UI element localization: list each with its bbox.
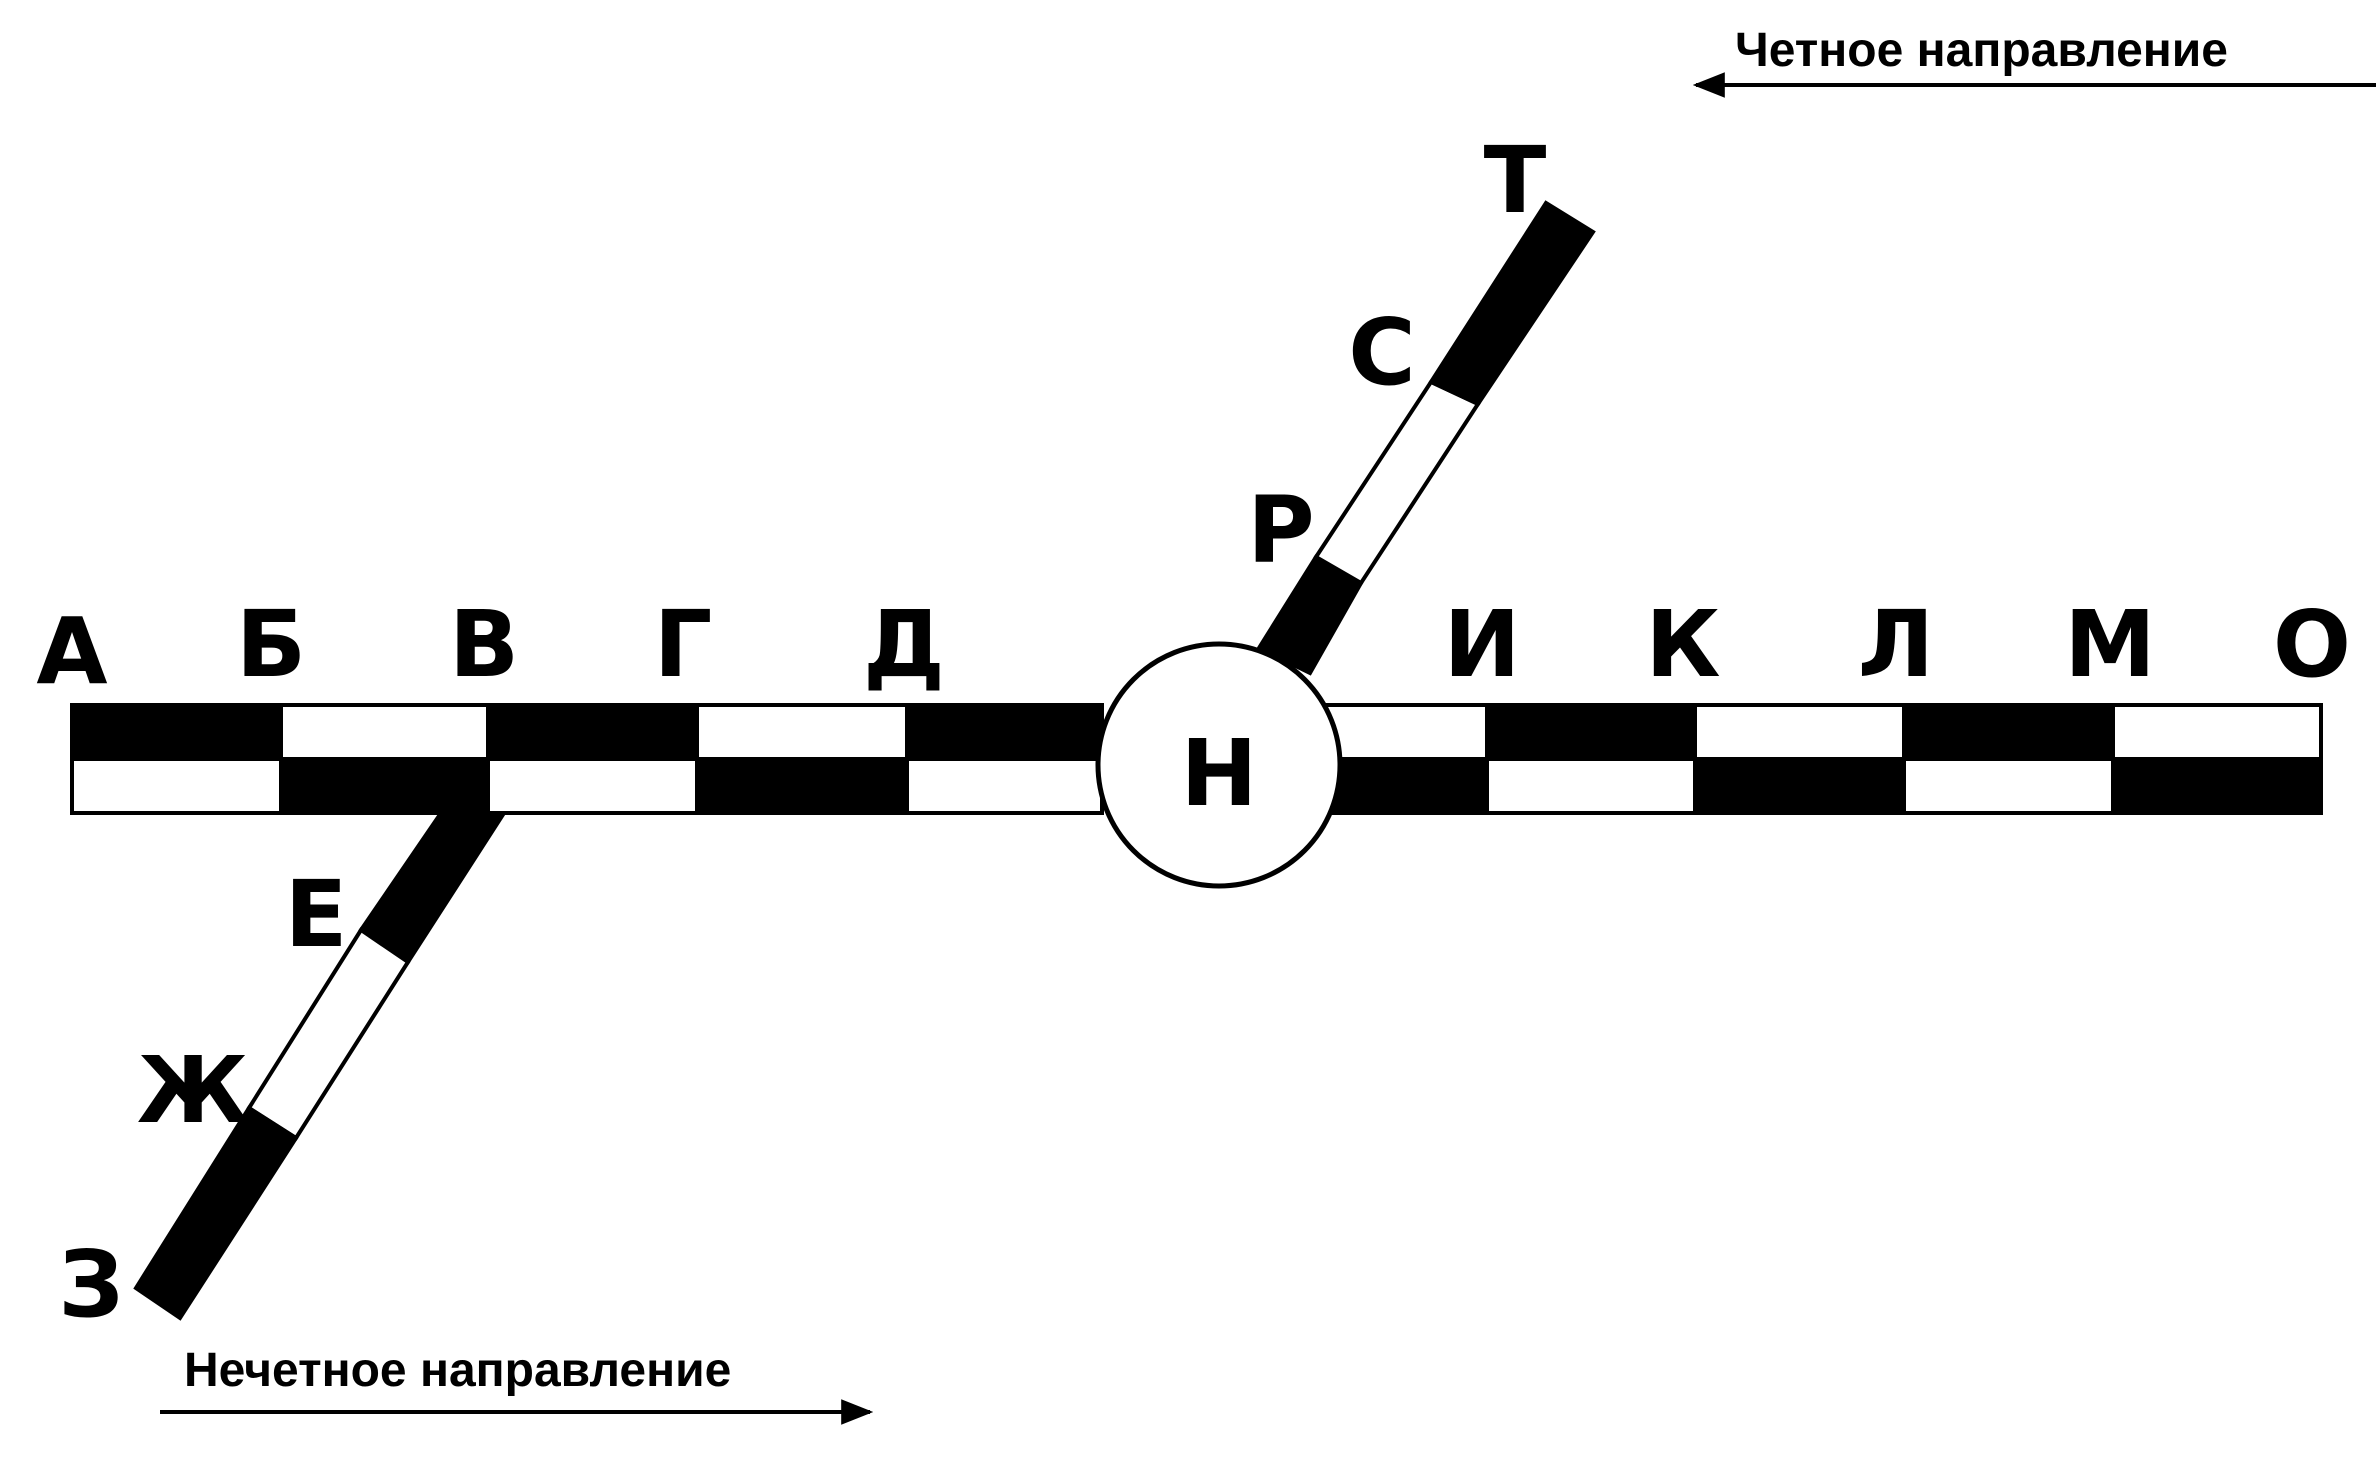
station-label-o: О [2273,591,2351,698]
station-label-s: С [1348,299,1416,406]
station-label-r: Р [1247,477,1314,584]
station-label-m: М [2064,591,2156,698]
station-label-t: Т [1484,127,1547,234]
station-label-g: Г [654,591,713,698]
station-label-zh: Ж [137,1037,250,1144]
main-track-left [70,703,1104,815]
station-label-d: Д [863,591,945,698]
station-label-i: И [1444,591,1521,698]
station-label-z: З [58,1231,123,1338]
station-label-k: К [1645,591,1720,698]
station-label-a: А [36,598,107,705]
even-direction-label: Четное направление [1735,24,2228,77]
center-station-circle [1095,641,1343,889]
main-track-right [1298,703,2323,815]
station-label-e: Е [285,861,348,968]
center-station-label: Н [1181,720,1258,827]
station-label-b: Б [236,591,306,698]
odd-direction-label: Нечетное направление [184,1344,731,1397]
lower-branch-track [133,811,508,1321]
station-label-v: В [449,591,519,698]
upper-branch-track [1256,200,1596,676]
station-label-l: Л [1858,591,1934,698]
